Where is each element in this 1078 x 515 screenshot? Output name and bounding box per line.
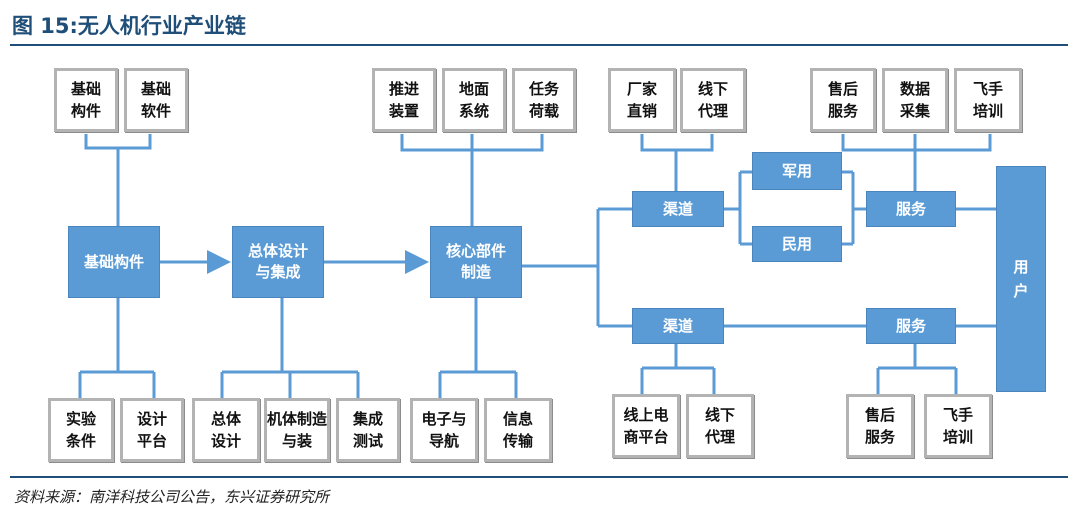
node-core-parts: 核心部件制造 — [430, 226, 522, 298]
bracket-core-bottom — [438, 298, 518, 398]
figure-title: 图 15:无人机行业产业链 — [12, 14, 246, 38]
bracket-basic-top — [84, 134, 152, 226]
leaf-info-transmission: 信息传输 — [484, 398, 552, 462]
leaf-airframe-assembly: 机体制造与装 — [264, 398, 330, 462]
leaf-basic-software: 基础软件 — [124, 68, 188, 132]
node-overall-design: 总体设计与集成 — [232, 226, 324, 298]
leaf-after-sales-lower: 售后服务 — [846, 394, 914, 458]
node-service-lower: 服务 — [866, 308, 956, 344]
leaf-electronics-navigation: 电子与导航 — [410, 398, 478, 462]
leaf-offline-agent-lower: 线下代理 — [686, 394, 754, 458]
bracket-design-bottom — [220, 298, 360, 398]
leaf-offline-agent-upper: 线下代理 — [680, 68, 746, 132]
leaf-design-platform: 设计平台 — [120, 398, 184, 462]
leaf-basic-component: 基础构件 — [54, 68, 118, 132]
node-civil: 民用 — [752, 226, 842, 262]
leaf-after-sales-upper: 售后服务 — [810, 68, 876, 132]
leaf-overall-design: 总体设计 — [192, 398, 260, 462]
leaf-direct-sales: 厂家直销 — [608, 68, 676, 132]
merge-use-service — [842, 170, 866, 246]
bracket-basic-bottom — [78, 298, 156, 398]
split-channel-use — [724, 170, 752, 246]
node-military: 军用 — [752, 152, 842, 190]
title-rule — [10, 44, 1068, 46]
source-note: 资料来源：南洋科技公司公告，东兴证券研究所 — [14, 488, 330, 506]
node-service-upper: 服务 — [866, 191, 956, 227]
node-channel-upper: 渠道 — [632, 191, 724, 227]
leaf-integration-test: 集成测试 — [336, 398, 400, 462]
bracket-service-top — [841, 134, 992, 191]
leaf-lab-conditions: 实验条件 — [48, 398, 114, 462]
leaf-ground-system: 地面系统 — [442, 68, 506, 132]
leaf-propulsion: 推进装置 — [372, 68, 436, 132]
leaf-data-collection: 数据采集 — [882, 68, 948, 132]
bracket-channel-bottom — [640, 344, 716, 394]
bracket-core-top — [400, 134, 544, 226]
split-core-channels — [522, 207, 632, 328]
node-user: 用户 — [996, 166, 1046, 392]
bracket-service-bottom — [876, 344, 958, 394]
leaf-pilot-training-upper: 飞手培训 — [954, 68, 1022, 132]
leaf-online-platform: 线上电商平台 — [612, 394, 680, 458]
bracket-channel-top — [640, 134, 714, 191]
footer-rule — [10, 476, 1068, 478]
node-basic-parts: 基础构件 — [68, 226, 160, 298]
node-channel-lower: 渠道 — [632, 308, 724, 344]
leaf-payload: 任务荷载 — [512, 68, 576, 132]
leaf-pilot-training-lower: 飞手培训 — [924, 394, 992, 458]
